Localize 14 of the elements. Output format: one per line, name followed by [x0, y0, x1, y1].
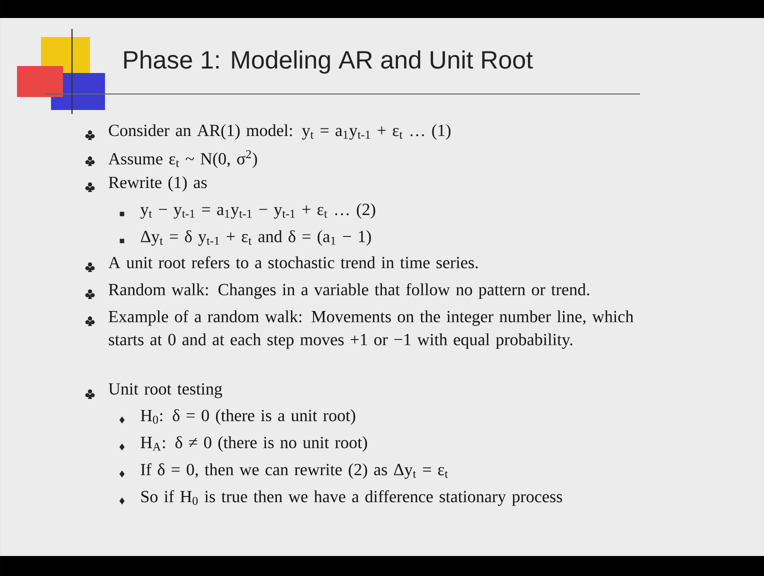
bullet-text: H$_{0}$: δ = 0 (there is a unit root): [140, 409, 356, 425]
bullet-text: So if H$_{0}$ is true then we have a difference stationary process: [141, 490, 562, 506]
bullet-text: Example of a random walk: Movements on the integer number line, which starts at 0 and at each step moves +1 or −1 with equal probability.: [108, 310, 634, 349]
bullet-text: Unit root testing: [108, 383, 222, 398]
slide-title: Phase 1: Modeling AR and Unit Root: [124, 50, 533, 74]
bullet-text: If δ = 0, then we can rewrite (2) as Δy$_{t}$ = ε$_{t}$: [140, 463, 448, 479]
bullet-text: H$_{A}$: δ ≠ 0 (there is no unit root): [140, 436, 368, 452]
bullet-text: Random walk: Changes in a variable that follow no pattern or trend.: [108, 283, 590, 299]
bullet-text: y$_{t}$ − y$_{t-1}$ = a$_{1}$y$_{t-1}$ − y$_{t-1}$ + ε$_{t}$ … (2): [140, 203, 376, 219]
bullet-text: Δy$_{t}$ = δ y$_{t-1}$ + ε$_{t}$ and δ = (a$_{1}$ − 1): [140, 230, 371, 246]
bullet-text: A unit root refers to a stochastic trend in time series.: [108, 256, 478, 268]
bullet-text: Consider an AR(1) model: y$_{t}$ = a$_{1}$y$_{t-1}$ + ε$_{t}$ … (1): [108, 124, 450, 140]
bullet-text: Rewrite (1) as: [108, 176, 207, 192]
bullet-text: Assume ε$_{t}$ ~ N(0, σ$^{2}$): [108, 150, 257, 168]
